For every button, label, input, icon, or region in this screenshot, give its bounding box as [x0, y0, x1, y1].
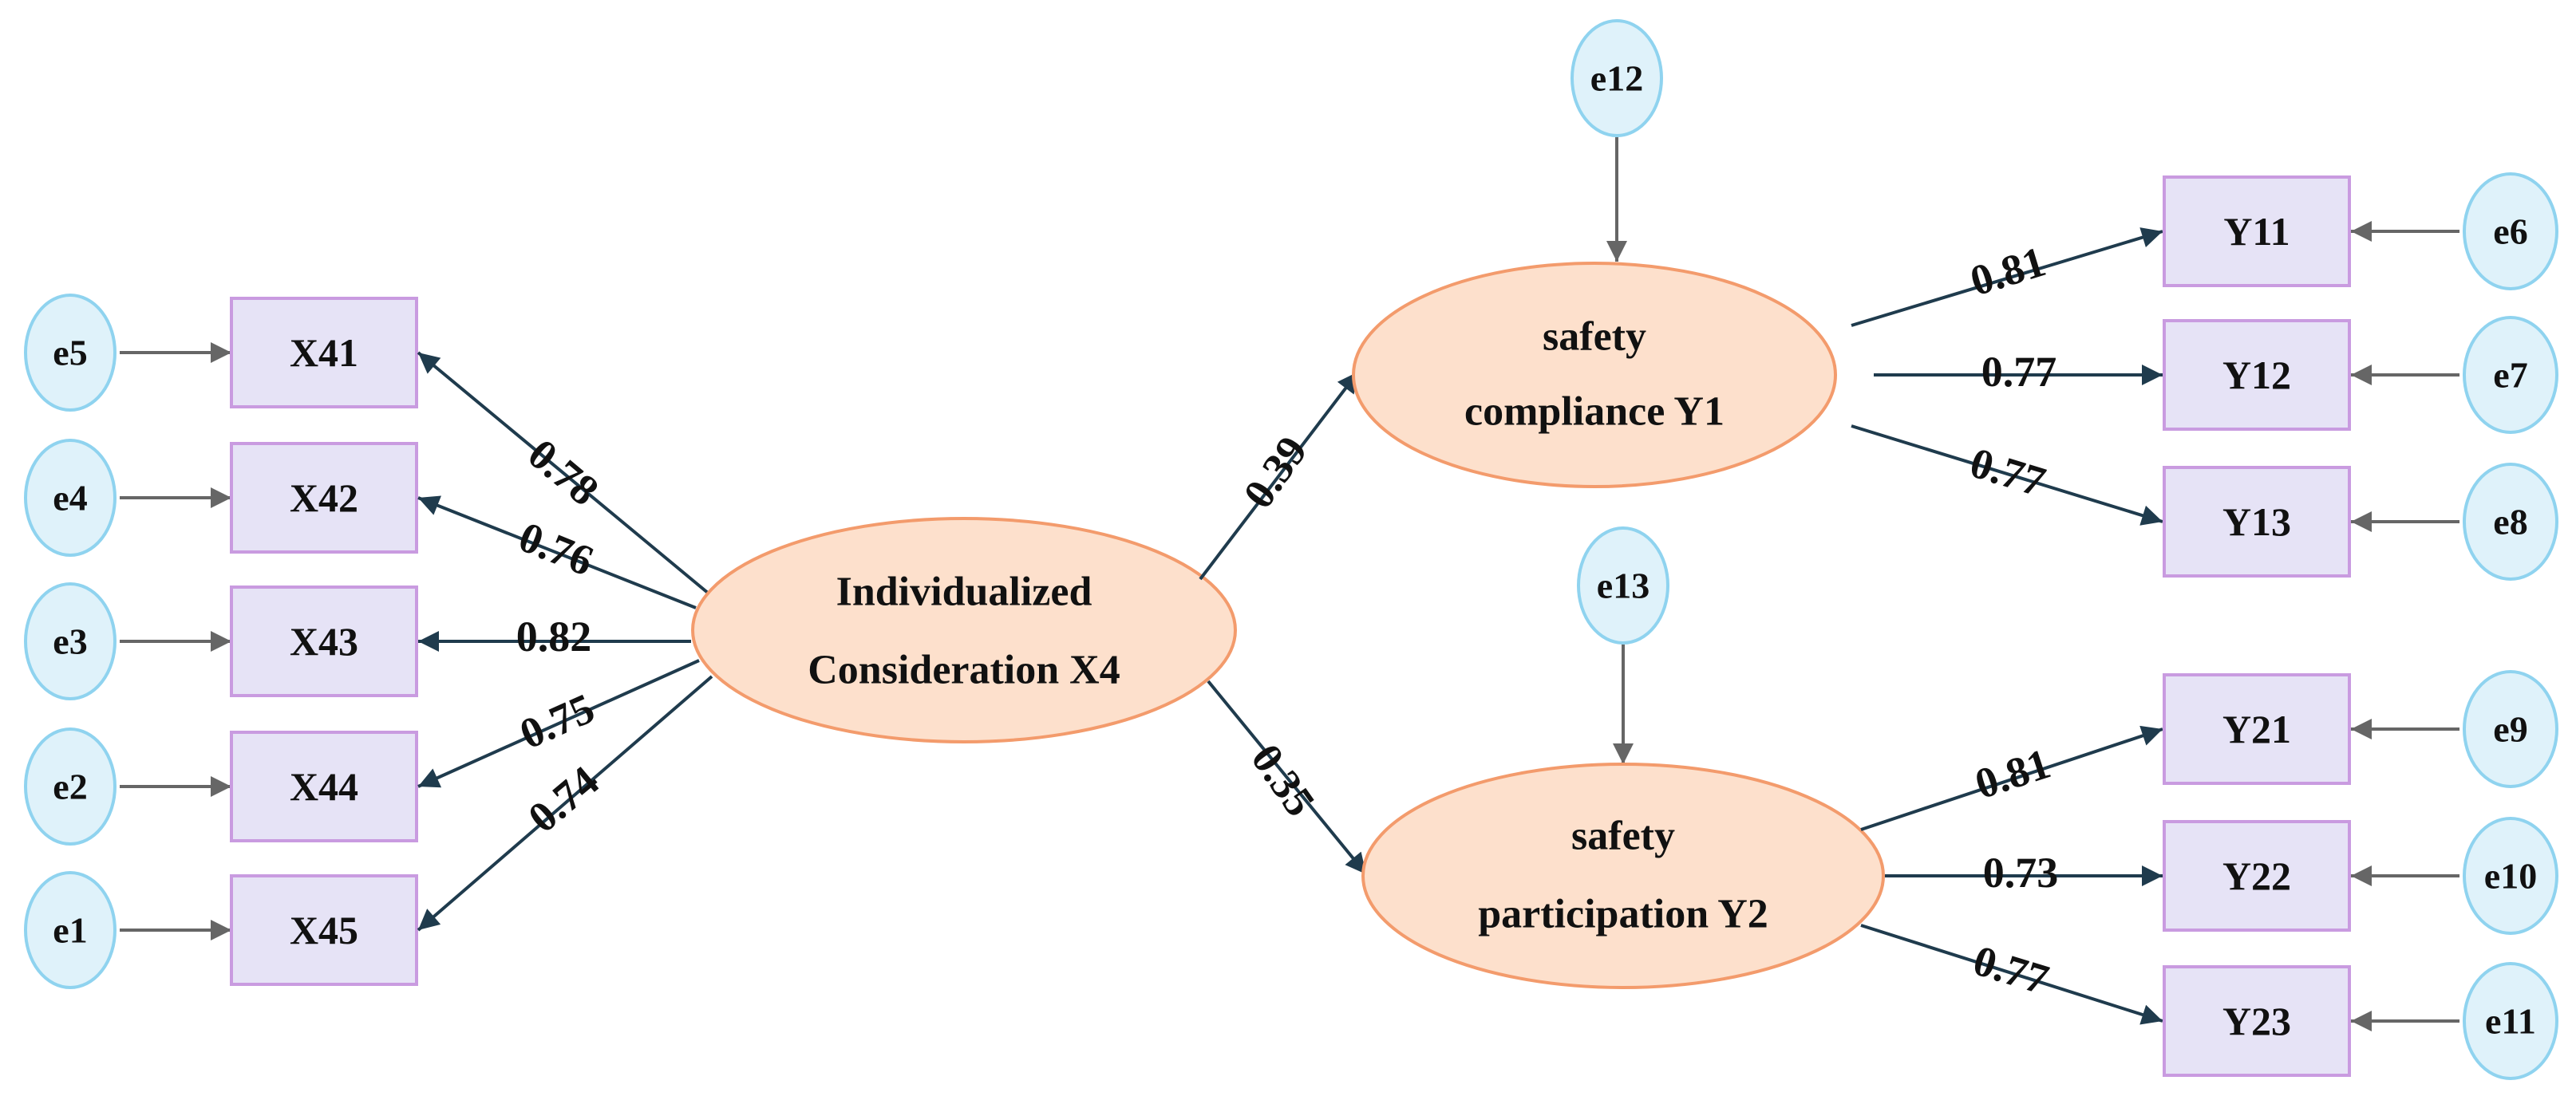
svg-text:e3: e3	[53, 621, 87, 662]
svg-text:Individualized: Individualized	[836, 570, 1092, 615]
svg-text:Y13: Y13	[2222, 499, 2291, 544]
error-e5: e5	[24, 294, 117, 412]
indicator-x45: X45	[230, 874, 418, 986]
svg-text:e9: e9	[2493, 709, 2527, 750]
path-label-x4-y2: 0.35	[1242, 735, 1324, 825]
error-e13: e13	[1577, 526, 1669, 645]
svg-text:safety: safety	[1571, 814, 1675, 859]
loading-label-y22: 0.73	[1983, 849, 2059, 897]
svg-text:safety: safety	[1543, 314, 1646, 360]
svg-text:e10: e10	[2484, 856, 2537, 897]
loading-label-x42: 0.76	[512, 512, 600, 585]
latent-y2: safety participation Y2	[1361, 763, 1885, 989]
loading-label-y11: 0.81	[1965, 237, 2051, 305]
svg-text:X41: X41	[290, 330, 358, 375]
path-arrow-x4-y2	[1207, 680, 1368, 876]
indicator-x43: X43	[230, 586, 418, 697]
indicator-y13: Y13	[2163, 466, 2351, 578]
error-e7: e7	[2463, 316, 2558, 434]
latent-y1: safety compliance Y1	[1352, 262, 1837, 488]
indicator-x44: X44	[230, 731, 418, 842]
error-e11: e11	[2463, 962, 2558, 1080]
svg-text:e5: e5	[53, 333, 87, 373]
svg-text:e2: e2	[53, 767, 87, 807]
svg-text:Y11: Y11	[2223, 209, 2290, 254]
indicator-y21: Y21	[2163, 673, 2351, 785]
svg-text:Y22: Y22	[2222, 854, 2291, 898]
loading-arrow-x45	[417, 675, 713, 932]
error-e12: e12	[1570, 19, 1663, 137]
svg-text:X44: X44	[290, 764, 358, 809]
svg-text:e4: e4	[53, 478, 87, 518]
svg-text:Consideration X4: Consideration X4	[808, 648, 1120, 693]
svg-text:Y23: Y23	[2222, 999, 2291, 1043]
indicator-y11: Y11	[2163, 175, 2351, 287]
error-e4: e4	[24, 439, 117, 557]
loading-label-x43: 0.82	[516, 613, 592, 660]
svg-text:Y12: Y12	[2222, 353, 2291, 397]
svg-text:e12: e12	[1590, 58, 1643, 99]
error-e3: e3	[24, 582, 117, 700]
latent-x4: Individualized Consideration X4	[691, 517, 1237, 743]
svg-text:e7: e7	[2493, 355, 2527, 396]
loading-arrow-x44	[417, 659, 700, 788]
indicator-x42: X42	[230, 442, 418, 554]
loading-arrow-x42	[417, 495, 697, 609]
indicator-y12: Y12	[2163, 319, 2351, 431]
indicator-y23: Y23	[2163, 965, 2351, 1077]
svg-text:participation Y2: participation Y2	[1478, 892, 1768, 937]
svg-text:X42: X42	[290, 475, 358, 520]
path-arrow-x4-y1	[1199, 370, 1360, 581]
error-e8: e8	[2463, 463, 2558, 581]
svg-text:compliance Y1: compliance Y1	[1464, 389, 1725, 435]
svg-text:Y21: Y21	[2222, 707, 2291, 751]
svg-text:e6: e6	[2493, 211, 2527, 252]
loading-label-x41: 0.78	[520, 430, 608, 515]
loading-label-x45: 0.74	[520, 757, 608, 842]
loading-arrow-y11	[1851, 227, 2163, 327]
loading-label-y13: 0.77	[1965, 438, 2051, 506]
loading-label-y12: 0.77	[1981, 348, 2057, 396]
loading-arrow-x41	[417, 351, 710, 595]
loading-arrow-y23	[1860, 924, 2163, 1025]
svg-text:e8: e8	[2493, 502, 2527, 542]
loading-arrow-y13	[1851, 424, 2163, 526]
error-e9: e9	[2463, 670, 2558, 788]
svg-text:e13: e13	[1597, 566, 1650, 606]
indicator-x41: X41	[230, 297, 418, 408]
svg-text:X43: X43	[290, 619, 358, 664]
error-e10: e10	[2463, 817, 2558, 935]
error-e1: e1	[24, 871, 117, 989]
indicator-y22: Y22	[2163, 820, 2351, 932]
loading-label-y21: 0.81	[1970, 739, 2056, 808]
svg-text:e1: e1	[53, 910, 87, 951]
error-e6: e6	[2463, 172, 2558, 290]
loading-arrow-y21	[1860, 725, 2163, 831]
loading-label-y23: 0.77	[1968, 936, 2054, 1003]
loading-label-x44: 0.75	[513, 684, 602, 758]
svg-text:X45: X45	[290, 908, 358, 952]
svg-text:e11: e11	[2485, 1001, 2536, 1042]
error-e2: e2	[24, 727, 117, 846]
